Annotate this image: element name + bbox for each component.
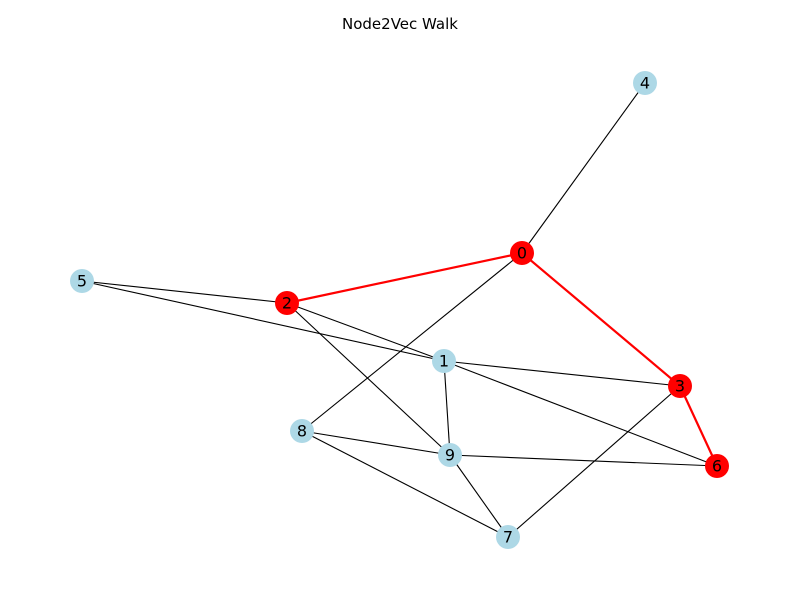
node-label-1: 1 (439, 352, 449, 371)
node-label-4: 4 (640, 74, 650, 93)
node-label-9: 9 (445, 446, 455, 465)
edge-1-9 (443, 360, 451, 456)
edge-0-8 (301, 252, 523, 432)
node-circle-8 (290, 419, 314, 443)
node-label-8: 8 (297, 422, 307, 441)
walk-node-circle-0 (510, 241, 534, 265)
node-label-2: 2 (282, 294, 292, 313)
edge-5-1 (81, 280, 445, 362)
node-2: 2 (275, 291, 299, 315)
node-9: 9 (438, 443, 462, 467)
figure-title: Node2Vec Walk (342, 15, 458, 33)
edge-2-1 (286, 302, 445, 362)
edge-1-6 (443, 360, 718, 467)
node-circle-9 (438, 443, 462, 467)
walk-node-circle-6 (705, 454, 729, 478)
node-label-6: 6 (712, 457, 722, 476)
node-5: 5 (70, 269, 94, 293)
node-6: 6 (705, 454, 729, 478)
edge-5-2 (81, 280, 288, 304)
walk-node-circle-2 (275, 291, 299, 315)
walk-edge-0-2 (286, 251, 523, 305)
walk-edge-3-6 (679, 385, 718, 467)
node-4: 4 (633, 71, 657, 95)
node-circle-5 (70, 269, 94, 293)
edge-8-7 (301, 430, 509, 538)
node-3: 3 (668, 374, 692, 398)
node-circle-1 (432, 349, 456, 373)
walk-edge-0-3 (521, 252, 681, 387)
edge-3-7 (507, 385, 681, 538)
edges-layer (81, 82, 718, 538)
node-label-7: 7 (503, 528, 513, 547)
edge-9-6 (449, 454, 718, 467)
edge-0-4 (521, 82, 646, 254)
node-circle-7 (496, 525, 520, 549)
walk-node-circle-3 (668, 374, 692, 398)
node-label-5: 5 (77, 272, 87, 291)
node-0: 0 (510, 241, 534, 265)
node-7: 7 (496, 525, 520, 549)
node-8: 8 (290, 419, 314, 443)
node-label-3: 3 (675, 377, 685, 396)
node-circle-4 (633, 71, 657, 95)
edge-3-1 (443, 360, 681, 387)
node-label-0: 0 (517, 244, 527, 263)
edge-8-9 (301, 430, 451, 456)
node-1: 1 (432, 349, 456, 373)
nodes-layer: 0 1 2 3 4 5 6 7 8 9 (70, 71, 729, 549)
edge-2-9 (286, 302, 451, 456)
edge-9-7 (449, 454, 509, 538)
